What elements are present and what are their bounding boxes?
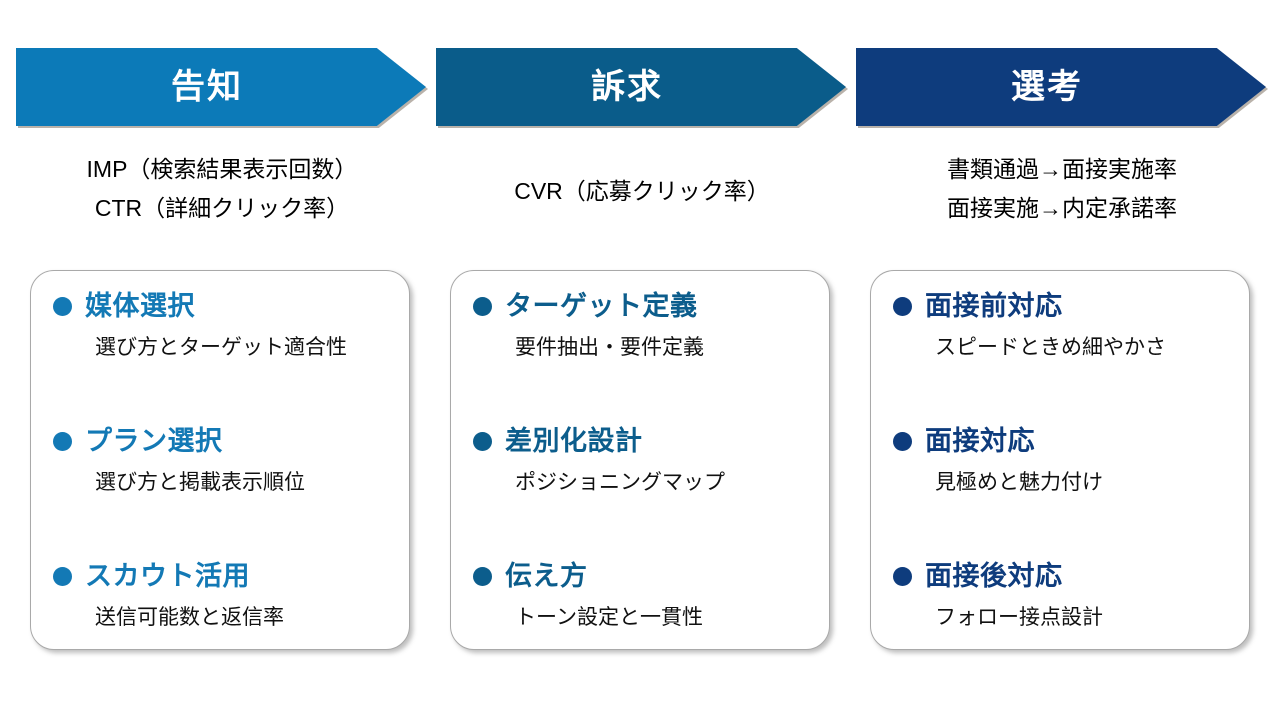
list-item-desc: 見極めと魅力付け [935,471,1103,494]
bullet-dot-icon [893,297,912,316]
list-item-title: 媒体選択 [85,291,195,321]
list-item[interactable]: スカウト活用 送信可能数と返信率 [53,563,393,631]
list-item-desc: 選び方と掲載表示順位 [95,471,305,494]
list-item-heading: 差別化設計 [473,428,813,455]
list-item[interactable]: 面接前対応 スピードときめ細やかさ [893,293,1233,361]
list-item-desc: ポジショニングマップ [515,471,725,494]
metric-line: 面接実施→内定承諾率 [947,194,1177,221]
list-item-desc: スピードときめ細やかさ [935,336,1166,359]
list-item[interactable]: プラン選択 選び方と掲載表示順位 [53,428,393,496]
stage-label-1: 告知 [171,68,243,106]
stage-column-2: 訴求 CVR（応募クリック率） ターゲット定義 要件抽出・要件定義 差別化設計 … [432,0,852,720]
list-item-heading: ターゲット定義 [473,293,813,320]
list-item-heading: プラン選択 [53,428,393,455]
stage-column-3: 選考 書類通過→面接実施率 面接実施→内定承諾率 面接前対応 スピードときめ細や… [852,0,1272,720]
list-item-title: 面接対応 [925,426,1035,456]
bullet-dot-icon [893,432,912,451]
list-item[interactable]: 伝え方 トーン設定と一貫性 [473,563,813,631]
bullet-dot-icon [53,567,72,586]
stage-banner-2[interactable]: 訴求 [436,48,848,128]
bullet-dot-icon [473,567,492,586]
bullet-dot-icon [53,432,72,451]
list-item[interactable]: ターゲット定義 要件抽出・要件定義 [473,293,813,361]
bullet-dot-icon [473,432,492,451]
list-item-desc: 選び方とターゲット適合性 [95,336,347,359]
list-item-heading: スカウト活用 [53,563,393,590]
list-item[interactable]: 面接後対応 フォロー接点設計 [893,563,1233,631]
bullet-dot-icon [473,297,492,316]
list-item-heading: 面接前対応 [893,293,1233,320]
list-item-desc: フォロー接点設計 [935,606,1103,629]
stage-metrics-2: CVR（応募クリック率） [432,172,852,211]
list-item-desc: 要件抽出・要件定義 [515,336,704,359]
list-item-desc: トーン設定と一貫性 [515,606,703,629]
bullet-dot-icon [893,567,912,586]
stage-card-1: 媒体選択 選び方とターゲット適合性 プラン選択 選び方と掲載表示順位 スカウト活… [30,270,410,650]
list-item-title: 面接前対応 [925,291,1063,321]
stage-column-1: 告知 IMP（検索結果表示回数） CTR（詳細クリック率） 媒体選択 選び方とタ… [12,0,432,720]
list-item-title: 差別化設計 [505,426,643,456]
chevron-arrow-icon-3: 選考 [856,48,1266,126]
list-item-desc: 送信可能数と返信率 [95,606,284,629]
metric-line: 書類通過→面接実施率 [947,156,1177,182]
list-item-title: プラン選択 [85,426,223,456]
stage-card-3: 面接前対応 スピードときめ細やかさ 面接対応 見極めと魅力付け 面接後対応 フォ… [870,270,1250,650]
metric-line: CVR（応募クリック率） [514,178,770,204]
list-item-heading: 面接対応 [893,428,1233,455]
list-item-heading: 伝え方 [473,563,813,590]
chevron-arrow-icon-1: 告知 [16,48,426,126]
list-item-title: スカウト活用 [85,561,250,591]
chevron-arrow-icon-2: 訴求 [436,48,846,126]
stage-card-2: ターゲット定義 要件抽出・要件定義 差別化設計 ポジショニングマップ 伝え方 ト… [450,270,830,650]
metric-line: CTR（詳細クリック率） [94,194,350,221]
stage-metrics-1: IMP（検索結果表示回数） CTR（詳細クリック率） [12,150,432,227]
bullet-dot-icon [53,297,72,316]
list-item[interactable]: 差別化設計 ポジショニングマップ [473,428,813,496]
list-item-heading: 媒体選択 [53,293,393,320]
stage-banner-1[interactable]: 告知 [16,48,428,128]
stage-label-2: 訴求 [591,68,663,106]
stage-banner-3[interactable]: 選考 [856,48,1268,128]
metric-line: IMP（検索結果表示回数） [86,156,358,182]
stage-label-3: 選考 [1011,68,1083,106]
list-item-title: 面接後対応 [925,561,1063,591]
list-item-heading: 面接後対応 [893,563,1233,590]
list-item-title: 伝え方 [505,561,588,591]
list-item-title: ターゲット定義 [505,291,698,321]
list-item[interactable]: 媒体選択 選び方とターゲット適合性 [53,293,393,361]
list-item[interactable]: 面接対応 見極めと魅力付け [893,428,1233,496]
stage-metrics-3: 書類通過→面接実施率 面接実施→内定承諾率 [852,150,1272,227]
